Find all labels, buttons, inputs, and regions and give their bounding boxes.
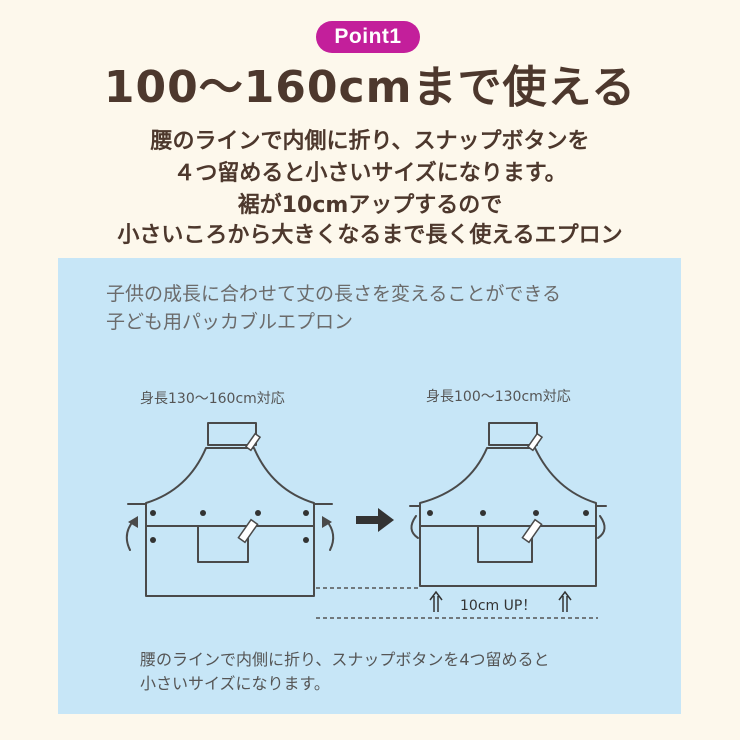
note-line-2: 小さいサイズになります。	[140, 674, 330, 693]
lead-line-1: 腰のラインで内側に折り、スナップボタンを	[150, 129, 590, 154]
apron-large	[125, 422, 335, 597]
panel-heading-line-1: 子供の成長に合わせて丈の長さを変えることができる	[106, 283, 562, 305]
apron-small	[409, 422, 607, 587]
note-line-1: 腰のラインで内側に折り、スナップボタンを4つ留めると	[140, 650, 550, 669]
up-label: 10cm UP！	[460, 598, 537, 614]
arrow-right-icon	[356, 508, 394, 532]
page-title: 100〜160cmまで使える	[103, 62, 637, 113]
lead-line-3: 裾が10cmアップするので	[237, 193, 503, 218]
caption-large-size: 身長130〜160cm対応	[140, 391, 285, 407]
point-badge: Point1	[316, 21, 420, 53]
lead-line-4: 小さいころから大きくなるまで長く使えるエプロン	[117, 223, 623, 248]
up-arrow-icon	[429, 590, 572, 612]
lead-line-2: ４つ留めると小さいサイズになります。	[173, 161, 567, 186]
panel-heading-line-2: 子ども用パッカブルエプロン	[106, 311, 354, 333]
caption-small-size: 身長100〜130cm対応	[426, 389, 571, 405]
apron-diagram	[125, 422, 607, 619]
illustration-panel: 子供の成長に合わせて丈の長さを変えることができる 子ども用パッカブルエプロン 身…	[58, 258, 681, 714]
